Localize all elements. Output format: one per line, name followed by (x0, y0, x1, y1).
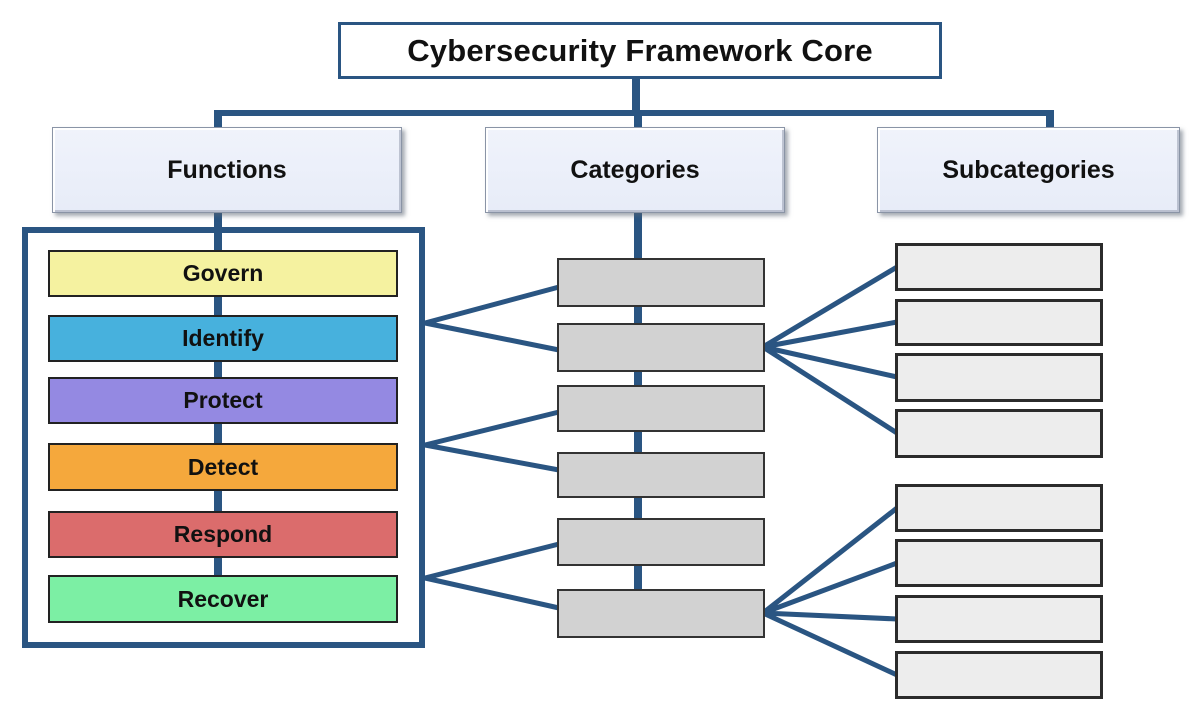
subcategory-box-3 (895, 353, 1103, 402)
functions-header: Functions (52, 127, 402, 213)
subcategory-box-4 (895, 409, 1103, 458)
functions-container-frame (22, 227, 425, 648)
category-box-6 (557, 589, 765, 638)
category-box-4 (557, 452, 765, 498)
diagram-title: Cybersecurity Framework Core (338, 22, 942, 79)
category-box-2 (557, 323, 765, 372)
subcategory-box-2 (895, 299, 1103, 346)
function-box-protect: Protect (48, 377, 398, 424)
category-box-5 (557, 518, 765, 566)
subcategories-header: Subcategories (877, 127, 1180, 213)
subcategory-box-5 (895, 484, 1103, 532)
function-box-recover: Recover (48, 575, 398, 623)
category-box-3 (557, 385, 765, 432)
category-box-1 (557, 258, 765, 307)
subcategory-box-6 (895, 539, 1103, 587)
subcategory-box-7 (895, 595, 1103, 643)
subcategory-box-1 (895, 243, 1103, 291)
categories-header: Categories (485, 127, 785, 213)
function-box-detect: Detect (48, 443, 398, 491)
function-box-identify: Identify (48, 315, 398, 362)
function-box-govern: Govern (48, 250, 398, 297)
subcategory-box-8 (895, 651, 1103, 699)
function-box-respond: Respond (48, 511, 398, 558)
